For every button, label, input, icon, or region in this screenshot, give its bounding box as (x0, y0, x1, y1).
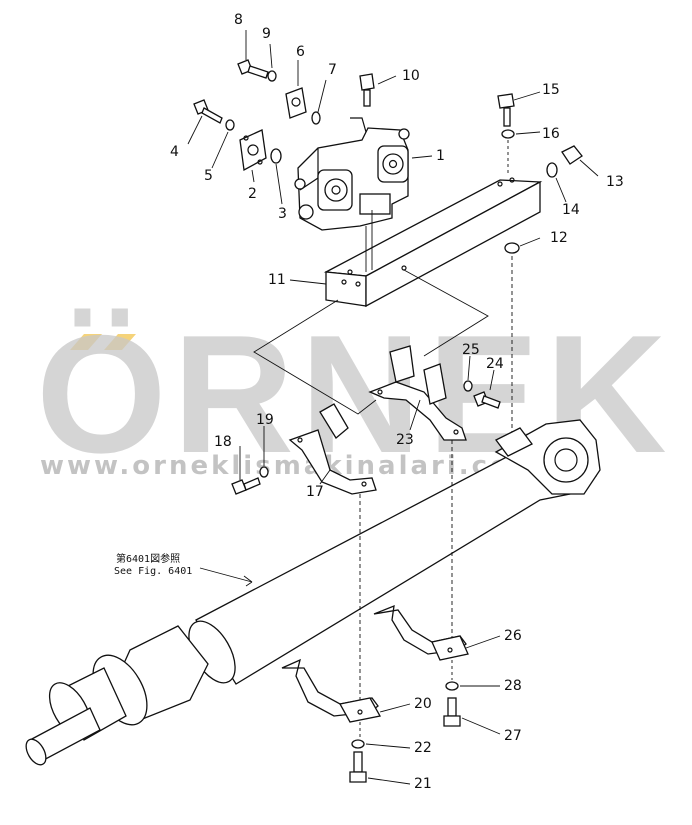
reference-note-jp: 第6401図参照 (116, 552, 180, 565)
callout-13: 13 (606, 174, 624, 190)
callout-5: 5 (204, 168, 213, 184)
leader-lines (187, 30, 599, 785)
callout-21: 21 (414, 776, 432, 792)
callout-8: 8 (234, 12, 243, 28)
callout-19: 19 (256, 412, 274, 428)
callout-28: 28 (504, 678, 522, 694)
mounting-bar (323, 177, 543, 308)
callout-9: 9 (262, 26, 271, 42)
fittings (497, 93, 583, 432)
watermark: ÖRNEK www.orneklismakinalari.com.tr (36, 300, 667, 488)
hydraulic-cylinder (25, 419, 601, 766)
callout-12: 12 (550, 230, 568, 246)
band-26 (373, 440, 469, 680)
bracket-23 (368, 345, 467, 441)
bracket-17 (288, 403, 377, 495)
callout-4: 4 (170, 144, 179, 160)
watermark-accent-marks (70, 334, 136, 350)
mounting-sheet-outline (253, 269, 489, 415)
callout-3: 3 (278, 206, 287, 222)
callout-1: 1 (436, 148, 445, 164)
figure-reference-note: 第6401図参照 See Fig. 6401 (114, 552, 192, 577)
bracket-fasteners (231, 380, 501, 495)
callout-6: 6 (296, 44, 305, 60)
callout-24: 24 (486, 356, 504, 372)
callout-2: 2 (248, 186, 257, 202)
band-20 (281, 494, 382, 740)
callout-7: 7 (328, 62, 337, 78)
callout-17: 17 (306, 484, 324, 500)
valve-assembly (294, 117, 410, 231)
callout-10: 10 (402, 68, 420, 84)
callout-27: 27 (504, 728, 522, 744)
callout-23: 23 (396, 432, 414, 448)
callout-11: 11 (268, 272, 286, 288)
callout-22: 22 (414, 740, 432, 756)
callout-26: 26 (504, 628, 522, 644)
callout-15: 15 (542, 82, 560, 98)
callout-labels: 1 2 3 4 5 6 7 8 9 10 11 12 13 14 15 16 1… (170, 12, 624, 792)
band-fasteners (349, 681, 461, 783)
callout-16: 16 (542, 126, 560, 142)
reference-note-en: See Fig. 6401 (114, 566, 192, 577)
callout-20: 20 (414, 696, 432, 712)
callout-18: 18 (214, 434, 232, 450)
callout-25: 25 (462, 342, 480, 358)
valve-fasteners (193, 59, 375, 172)
callout-14: 14 (562, 202, 580, 218)
